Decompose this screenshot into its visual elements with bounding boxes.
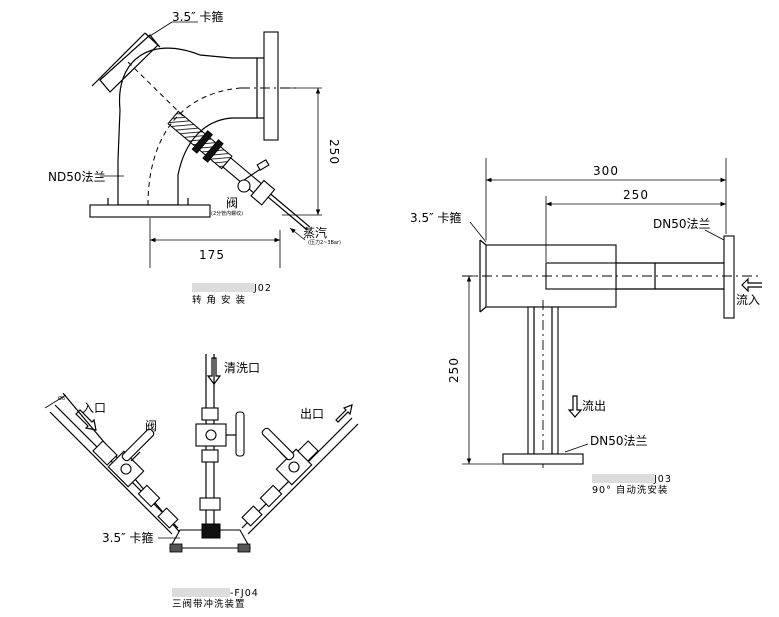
fj04-label-clamp: 3.5″ 卡箍 xyxy=(102,530,153,545)
j02-code: J02 xyxy=(253,283,272,294)
j03-dim-total: 300 xyxy=(593,164,619,178)
j02-base-flange xyxy=(89,204,211,218)
j02-label-steam: 蒸汽 xyxy=(303,225,327,240)
j03-label-inflow: 流入 xyxy=(736,293,760,307)
j02-dim-width: 175 xyxy=(199,248,225,262)
j02-label-valve-note: (2分管内螺纹) xyxy=(211,210,243,217)
j03-right-flange xyxy=(723,235,735,319)
j03-bottom-flange xyxy=(502,453,584,465)
j03-label-outflow: 流出 xyxy=(582,399,606,413)
fj04-clean-arrow-icon xyxy=(206,357,222,385)
j03-label-flange-bottom: DN50法兰 xyxy=(590,434,648,448)
fj04-caption: 三阀带冲洗装置 xyxy=(172,598,246,610)
fj04-label-valve: 阀 xyxy=(145,419,157,433)
fj04-right-valve-icon xyxy=(261,427,295,461)
fj04-diagram: 清洗口 入口 Ø6 出口 阀 3.5″ 卡箍 -FJ04 三阀带冲洗装置 xyxy=(44,354,359,610)
j02-label-clamp: 3.5″ 卡箍 xyxy=(172,9,223,24)
fj04-label-clean: 清洗口 xyxy=(224,361,260,375)
fj04-label-out: 出口 xyxy=(300,407,324,421)
j02-label-steam-note: (压力2~3Bar) xyxy=(308,239,341,246)
fj04-out-arrow-icon xyxy=(335,404,353,423)
j03-caption: 90° 自动洗安装 xyxy=(592,484,668,496)
j03-outflow-arrow-icon xyxy=(567,395,583,418)
j03-label-flange-top: DN50法兰 xyxy=(653,217,711,231)
j03-inflow-arrow-icon xyxy=(741,277,762,293)
j03-label-clamp: 3.5″ 卡箍 xyxy=(410,210,461,225)
j03-dim-height: 250 xyxy=(447,357,461,383)
fj04-base-body xyxy=(169,529,251,549)
j02-diagram: 250 175 3.5″ 卡箍 ND50法兰 阀 (2分管内螺纹) 蒸汽 (压力… xyxy=(48,9,341,306)
j02-label-flange: ND50法兰 xyxy=(48,170,106,184)
j03-diagram: 300 250 250 3.5″ 卡箍 DN50法兰 流入 流出 DN50法兰 … xyxy=(410,158,762,496)
j02-wall-flange xyxy=(263,31,279,141)
j02-caption: 转 角 安 装 xyxy=(192,294,246,306)
j02-valve-icon xyxy=(237,159,270,193)
fj04-label-pipe: Ø6 xyxy=(58,395,65,402)
j03-code: J03 xyxy=(653,474,672,485)
fj04-code: -FJ04 xyxy=(230,588,259,599)
fj04-label-in: 入口 xyxy=(82,401,106,415)
fj04-center-valve-icon xyxy=(226,411,245,457)
j02-elbow-body xyxy=(117,47,258,206)
j03-dim-inner: 250 xyxy=(623,188,649,202)
fj04-left-valve-icon xyxy=(121,428,155,462)
fj04-in-arrow-icon xyxy=(75,409,97,431)
j02-dim-height: 250 xyxy=(327,139,341,165)
j02-label-valve: 阀 xyxy=(226,196,238,210)
